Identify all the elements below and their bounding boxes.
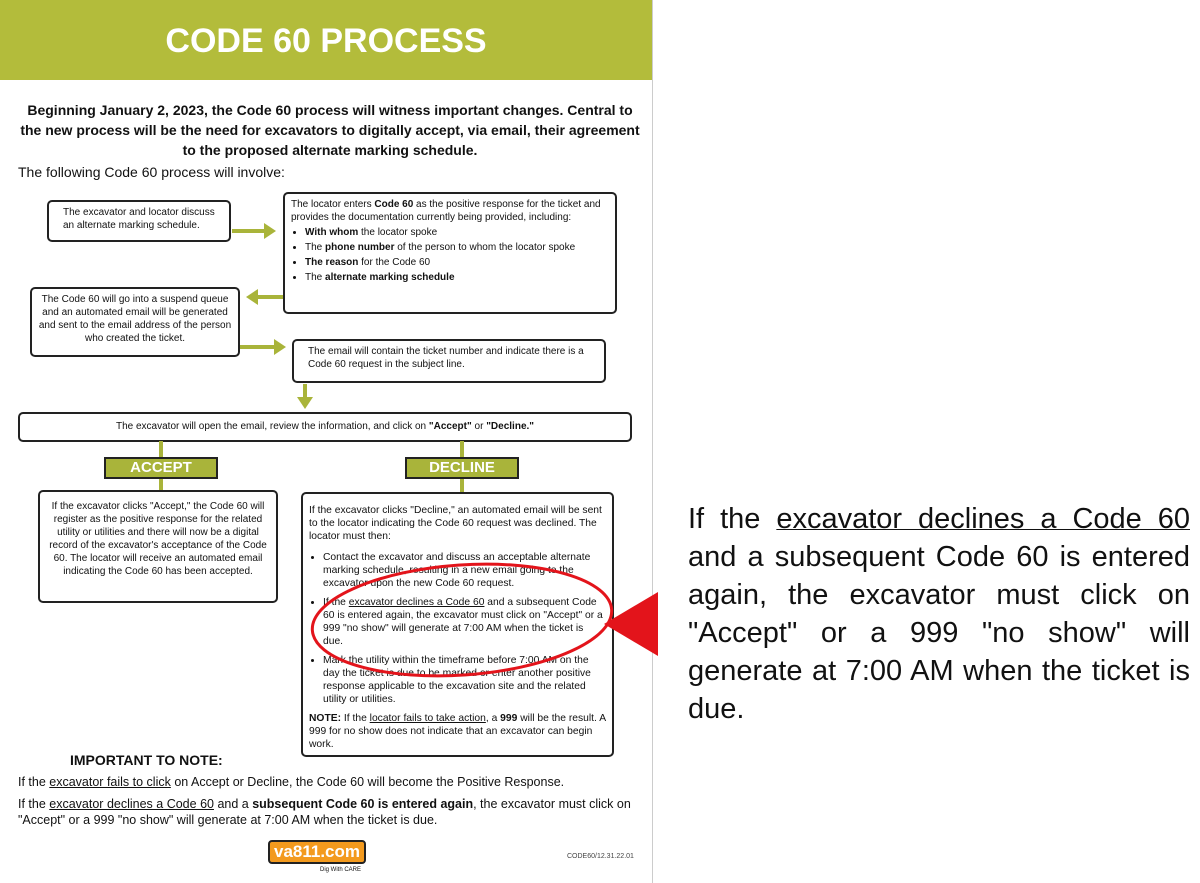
accept-text: If the excavator clicks "Accept," the Co…	[49, 501, 267, 577]
important-heading: IMPORTANT TO NOTE:	[70, 752, 223, 768]
pointer-triangle-icon	[604, 592, 658, 656]
step-review-box: The excavator will open the email, revie…	[18, 412, 632, 442]
step-text: The Code 60 will go into a suspend queue…	[38, 294, 232, 344]
arrow-down-head-icon	[297, 397, 313, 409]
accept-box: If the excavator clicks "Accept," the Co…	[38, 490, 278, 603]
arrow-down-icon	[303, 384, 307, 397]
decline-note: NOTE: If the locator fails to take actio…	[309, 713, 606, 750]
logo-text: va811.com	[268, 840, 367, 864]
accept-label: ACCEPT	[104, 457, 218, 479]
list-item: With whom the locator spoke	[305, 226, 609, 239]
decline-intro: If the excavator clicks "Decline," an au…	[309, 505, 602, 542]
arrow-right-icon	[240, 339, 286, 355]
important-section: If the excavator fails to click on Accep…	[18, 774, 650, 834]
page-title: CODE 60 PROCESS	[0, 0, 652, 80]
step-email-box: The email will contain the ticket number…	[292, 339, 606, 383]
list-item: The reason for the Code 60	[305, 256, 609, 269]
va811-logo: va811.com Dig With CARE	[268, 840, 398, 880]
step-locator-box: The locator enters Code 60 as the positi…	[283, 192, 617, 314]
arrow-left-icon	[246, 289, 283, 305]
step-text: The excavator and locator discuss an alt…	[63, 207, 215, 231]
highlight-ellipse	[310, 562, 614, 678]
arrow-right-icon	[232, 223, 276, 239]
list-item: The alternate marking schedule	[305, 271, 609, 284]
connector-line	[159, 479, 163, 490]
step-bold: Code 60	[374, 199, 414, 210]
lead-text: The following Code 60 process will invol…	[18, 164, 285, 180]
intro-text: Beginning January 2, 2023, the Code 60 p…	[20, 102, 640, 158]
step-discuss-box: The excavator and locator discuss an alt…	[47, 200, 231, 242]
step-text: The locator enters	[291, 199, 375, 210]
list-item: The phone number of the person to whom t…	[305, 241, 609, 254]
step-suspend-box: The Code 60 will go into a suspend queue…	[30, 287, 240, 357]
important-p2: If the excavator declines a Code 60 and …	[18, 797, 631, 827]
connector-line	[460, 479, 464, 492]
step-text: as the positive response for the ticket …	[291, 199, 601, 223]
logo-tagline: Dig With CARE	[320, 867, 362, 873]
step-text: The email will contain the ticket number…	[308, 346, 584, 370]
important-p1: If the excavator fails to click on Accep…	[18, 775, 565, 789]
decline-box: If the excavator clicks "Decline," an au…	[301, 492, 614, 757]
connector-line	[159, 441, 163, 457]
document-code: CODE60/12.31.22.01	[567, 853, 634, 860]
list-item: Contact the excavator and discuss an acc…	[323, 551, 606, 590]
decline-label: DECLINE	[405, 457, 519, 479]
list-item: Mark the utility within the timeframe be…	[323, 654, 606, 706]
list-item: If the excavator declines a Code 60 and …	[323, 596, 606, 648]
connector-line	[460, 441, 464, 457]
callout-text: If the excavator declines a Code 60 and …	[688, 503, 1190, 725]
